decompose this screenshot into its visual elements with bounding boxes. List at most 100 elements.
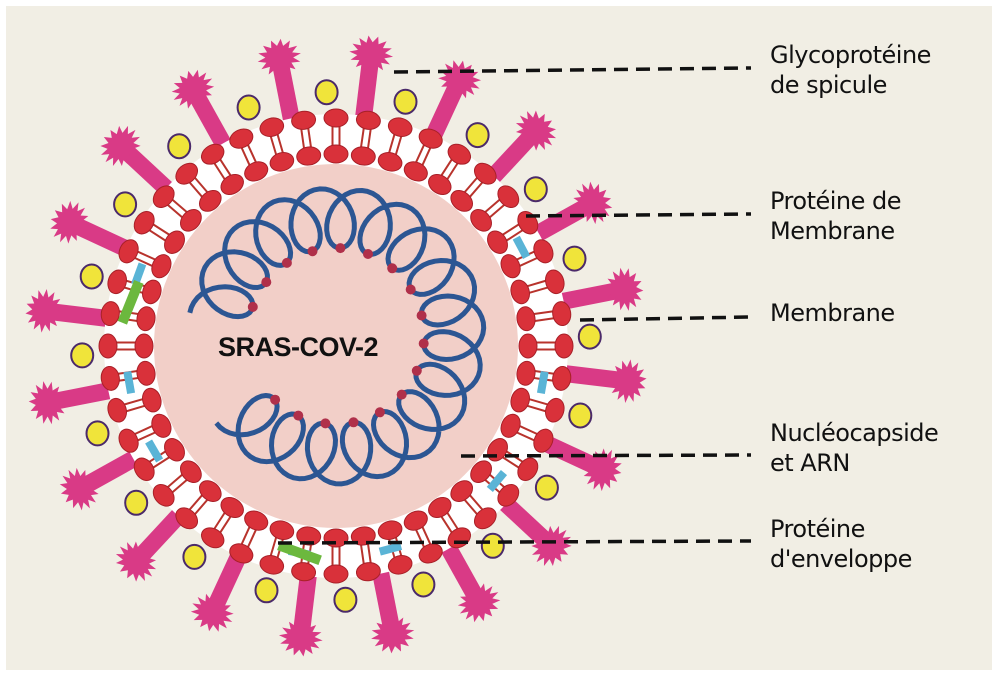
spike-crown <box>278 619 323 657</box>
leader-lines <box>277 66 752 545</box>
spike-crown <box>50 200 89 244</box>
lipid-head <box>151 254 172 279</box>
hemagglutinin-blob <box>465 122 490 149</box>
lipid-head <box>133 457 155 482</box>
membrane-protein <box>123 370 136 395</box>
lipid-head <box>244 161 269 182</box>
lipid-head <box>107 269 127 295</box>
lipid-head <box>269 520 295 540</box>
nucleocapsid-protein <box>247 301 258 312</box>
lipid-head <box>244 510 269 531</box>
lipid-head <box>428 497 452 518</box>
lipid-head <box>118 428 139 453</box>
lipid-head <box>291 110 317 130</box>
lipid-head <box>403 161 428 182</box>
membrane-protein <box>536 370 549 395</box>
nucleocapsid-protein <box>418 338 429 349</box>
spike-crown <box>190 593 234 632</box>
lipid-head <box>533 239 554 264</box>
lipid-head <box>355 110 381 130</box>
spike-crown <box>457 583 501 623</box>
lipid-head <box>552 365 572 391</box>
spike-crown <box>531 525 572 567</box>
spike-crown <box>100 125 141 167</box>
rna-layer <box>187 186 487 487</box>
lipid-head <box>229 128 254 149</box>
membrane-protein <box>145 439 164 463</box>
lipid-head <box>118 239 139 264</box>
hemagglutinin-blob <box>562 245 587 272</box>
spike-crown <box>609 359 647 404</box>
lipid-head <box>323 564 349 584</box>
diagram-frame: SRAS-COV-2 Glycoprotéine de spicule Prot… <box>6 6 992 670</box>
hemagglutinin-blob <box>167 133 192 160</box>
hemagglutinin-blob <box>182 543 207 570</box>
lipid-head <box>450 480 474 502</box>
label-envelope-protein: Protéine d'enveloppe <box>770 515 912 573</box>
hemagglutinin-blob <box>534 474 559 501</box>
spike-crown <box>515 110 557 151</box>
label-nucleocapsid-rna: Nucléocapside et ARN <box>770 419 939 477</box>
leader-line-membrane-protein <box>525 212 752 218</box>
lipid-head <box>152 483 175 507</box>
lipid-head <box>142 387 162 413</box>
lipid-head <box>377 152 403 172</box>
nucleocapsid-protein <box>396 389 407 400</box>
spike-crown <box>605 267 644 311</box>
hemagglutinin-blob <box>393 88 418 115</box>
virus-illustration <box>25 35 752 657</box>
lipid-head <box>259 555 285 575</box>
spike-crown <box>583 448 622 492</box>
hemagglutinin-blob <box>254 577 279 604</box>
nucleocapsid-protein <box>374 407 385 418</box>
spike-crown <box>25 288 63 333</box>
lipid-head <box>517 457 539 482</box>
lipid-head <box>470 460 492 484</box>
spike-crown <box>371 615 415 654</box>
leader-line-spike <box>393 66 752 74</box>
lipid-head <box>291 562 317 582</box>
hemagglutinin-blob <box>113 191 138 218</box>
lipid-head <box>510 387 530 413</box>
virus-title: SRAS-COV-2 <box>218 332 379 362</box>
lipid-head <box>164 438 185 462</box>
lipid-head <box>323 144 349 164</box>
nucleocapsid-protein <box>416 310 427 321</box>
hemagglutinin-blob <box>568 402 593 429</box>
lipid-head <box>142 279 162 305</box>
lipid-head <box>198 480 222 502</box>
lipid-head <box>500 254 521 279</box>
lipid-head <box>296 526 322 546</box>
lipid-head <box>136 360 156 386</box>
leader-line-envelope-protein <box>277 539 752 545</box>
label-spike-glycoprotein: Glycoprotéine de spicule <box>770 41 931 99</box>
hemagglutinin-blob <box>70 342 95 369</box>
hemagglutinin-blob <box>523 176 548 203</box>
lipid-head <box>134 333 154 359</box>
lipid-head <box>518 333 538 359</box>
lipid-head <box>377 520 403 540</box>
leader-line-membrane <box>579 315 752 322</box>
lipid-head <box>473 507 497 530</box>
nucleocapsid-protein <box>335 243 346 254</box>
spike-crown <box>59 467 99 511</box>
lipid-head <box>323 108 349 128</box>
label-membrane-protein: Protéine de Membrane <box>770 187 902 245</box>
membrane-protein <box>486 470 508 492</box>
lipid-head <box>220 497 244 518</box>
lipid-head <box>259 117 285 137</box>
lipid-head <box>516 360 536 386</box>
lipid-head <box>350 526 376 546</box>
lipid-head <box>229 543 254 564</box>
lipid-head <box>533 428 554 453</box>
envelope-protein <box>117 280 144 325</box>
lipid-head <box>180 208 202 232</box>
membrane-protein <box>512 235 531 259</box>
nucleocapsid-protein <box>281 257 292 268</box>
lipid-head <box>545 397 565 423</box>
lipid-head <box>98 333 118 359</box>
hemagglutinin-blob <box>79 263 104 290</box>
hemagglutinin-blob <box>411 571 436 598</box>
hemagglutinin-blob <box>333 586 358 613</box>
hemagglutinin-blob <box>236 94 261 121</box>
